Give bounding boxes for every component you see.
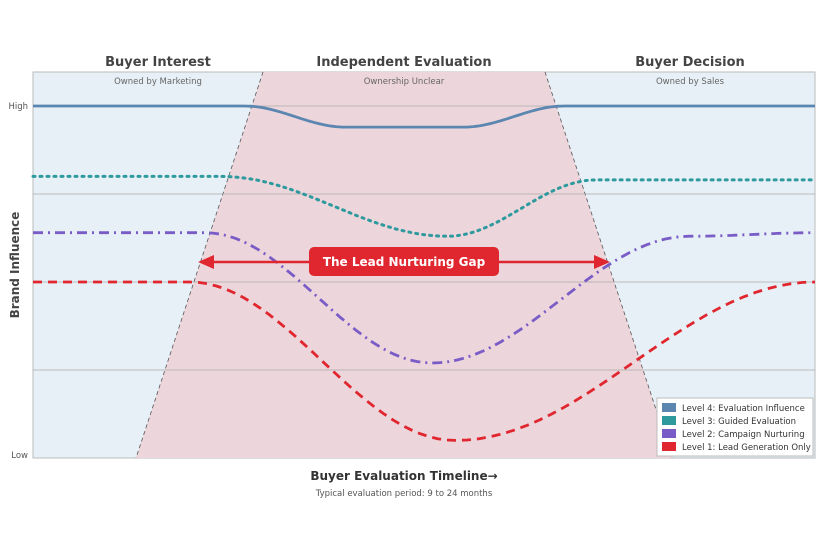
gap-arrow: The Lead Nurturing Gap bbox=[198, 247, 610, 276]
x-axis-label: Buyer Evaluation Timeline→ bbox=[310, 469, 497, 483]
y-tick-low: Low bbox=[11, 451, 28, 461]
legend-label: Level 1: Lead Generation Only bbox=[682, 443, 811, 453]
legend-label: Level 3: Guided Evaluation bbox=[682, 417, 796, 427]
legend-swatch bbox=[662, 416, 676, 425]
legend-swatch bbox=[662, 429, 676, 438]
phase-owner-marketing: Owned by Marketing bbox=[114, 77, 202, 87]
gap-label-box bbox=[309, 247, 499, 276]
phase-owner-sales: Owned by Sales bbox=[656, 77, 725, 87]
legend-box bbox=[656, 397, 814, 457]
arrow-right-head bbox=[594, 255, 610, 269]
x-axis-subtitle: Typical evaluation period: 9 to 24 month… bbox=[315, 489, 493, 499]
legend-swatch bbox=[662, 403, 676, 412]
gap-left-boundary bbox=[135, 71, 264, 459]
y-axis-label: Brand Influence bbox=[8, 212, 22, 319]
series-line-level-3 bbox=[31, 174, 817, 238]
phase-owner-unclear: Ownership Unclear bbox=[364, 77, 445, 87]
y-tick-high: High bbox=[8, 102, 28, 112]
legend-label: Level 2: Campaign Nurturing bbox=[682, 430, 805, 440]
phase-title-independent-evaluation: Independent Evaluation bbox=[316, 55, 491, 70]
phase-title-buyer-interest: Buyer Interest bbox=[105, 55, 211, 70]
phase-title-buyer-decision: Buyer Decision bbox=[635, 55, 745, 70]
legend-label: Level 4: Evaluation Influence bbox=[682, 404, 805, 414]
series-line-level-1 bbox=[33, 280, 816, 442]
series-line-level-2 bbox=[33, 231, 815, 365]
series-line-level-4 bbox=[33, 104, 815, 129]
gap-label: The Lead Nurturing Gap bbox=[323, 255, 486, 269]
arrow-left-head bbox=[198, 255, 214, 269]
legend-swatch bbox=[662, 442, 676, 451]
